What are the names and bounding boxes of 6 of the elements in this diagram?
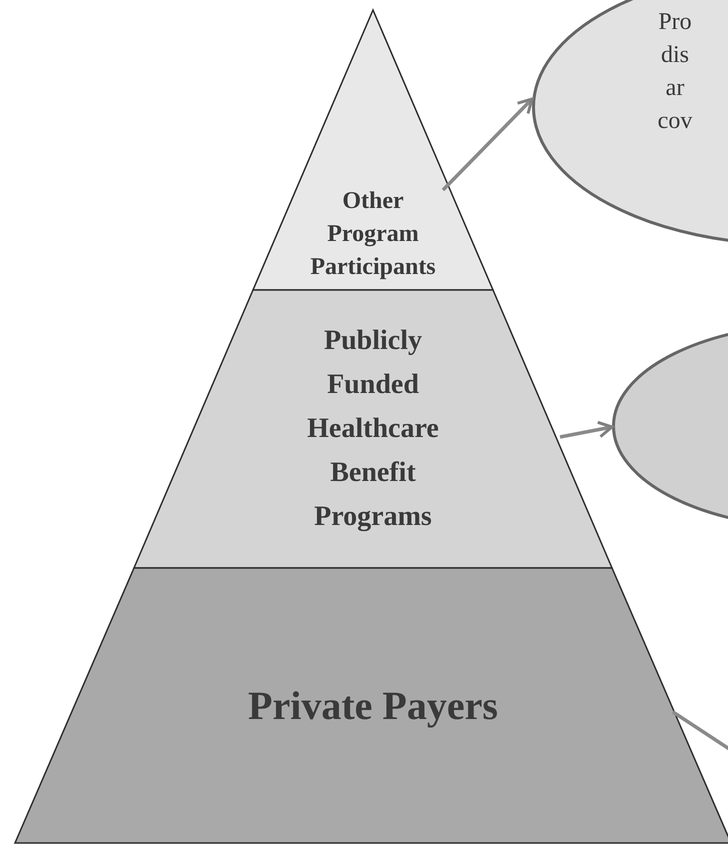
arrow [442, 98, 534, 192]
ellipse-label: Pro dis ar cov [656, 8, 694, 136]
layer-label: Publicly Funded Healthcare Benefit Programs [306, 324, 440, 534]
layer-label: Other Program Participants [309, 187, 437, 282]
arrow [560, 420, 614, 439]
layer-label: Private Payers [247, 682, 499, 730]
